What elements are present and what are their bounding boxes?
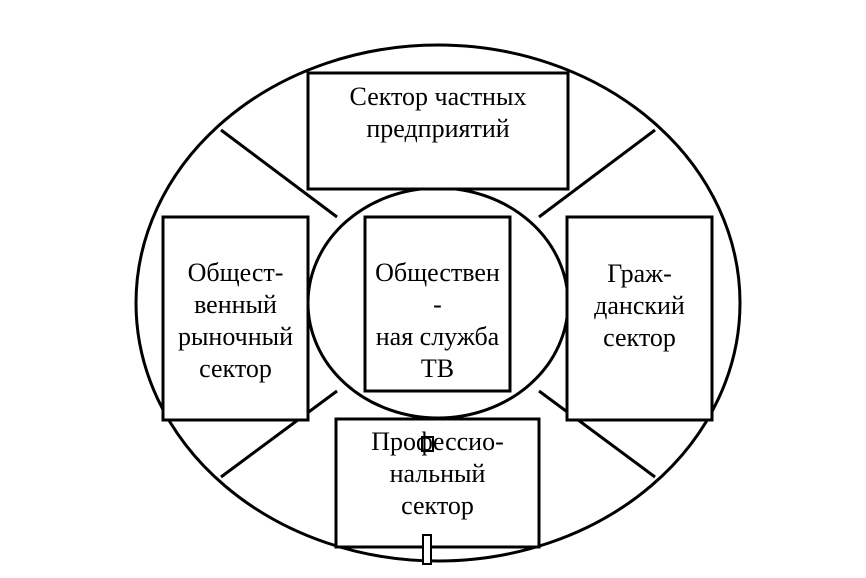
- sector-label-center: Обществен - ная служба ТВ: [375, 258, 500, 383]
- sector-box-right: [565, 215, 714, 422]
- sector-box-top: [306, 71, 570, 191]
- connector-line-top-right: [538, 128, 656, 219]
- sector-box-left: [161, 215, 310, 422]
- sector-label-top: Сектор частных предприятий: [349, 82, 527, 143]
- connector-line-top-left: [220, 128, 338, 219]
- sector-label-right: Граж- данский сектор: [594, 259, 685, 352]
- sector-label-left: Общест- венный рыночный сектор: [177, 258, 294, 383]
- sector-label-bottom: Профессио- нальный сектор: [371, 427, 504, 520]
- connector-line-bottom-right: [538, 389, 656, 479]
- sector-box-bottom: [334, 417, 541, 549]
- connector-line-bottom-left: [220, 389, 338, 479]
- small-marker-glyph: [421, 436, 434, 452]
- outer-ellipse: [134, 43, 742, 563]
- sector-box-center: [363, 215, 512, 393]
- small-marker-box: [422, 534, 432, 565]
